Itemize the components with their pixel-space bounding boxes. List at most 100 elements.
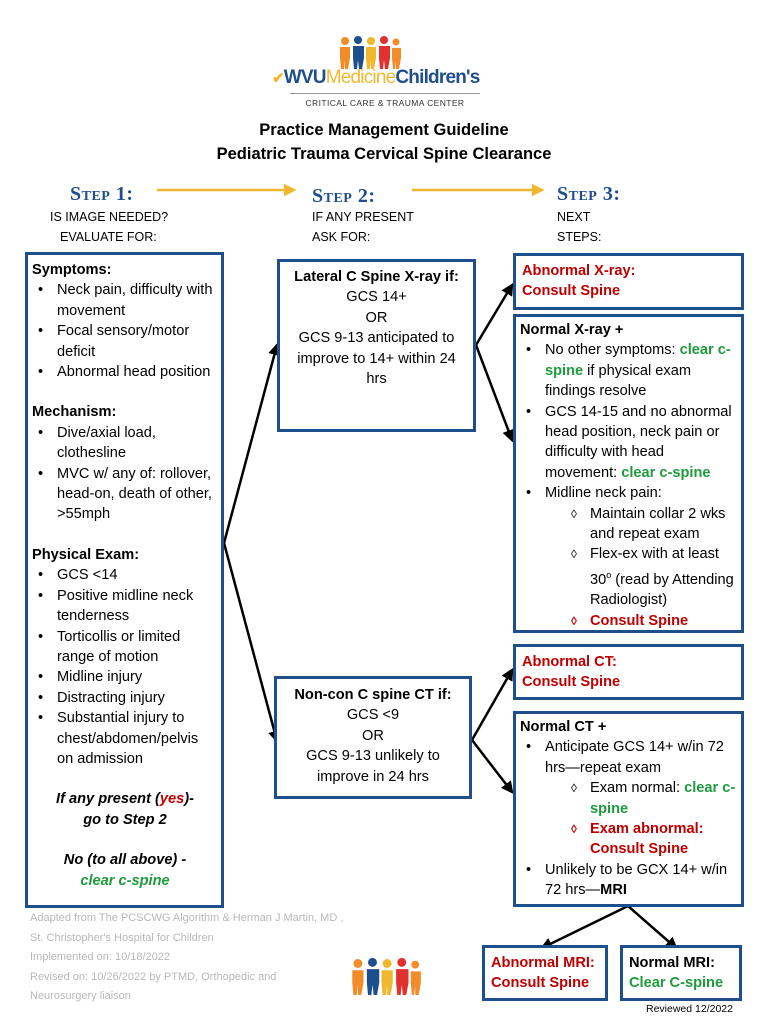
ct-line1: GCS <9 [346, 707, 400, 724]
step3-sub1: NEXT [557, 210, 591, 224]
figure-blue [353, 36, 364, 69]
normal-xray-box: Normal X-ray + No other symptoms: clear … [513, 314, 744, 633]
abnormal-xray-box: Abnormal X-ray: Consult Spine [513, 253, 744, 310]
abnormal-ct-box: Abnormal CT: Consult Spine [513, 644, 744, 700]
xray-criteria-box: Lateral C Spine X-ray if: GCS 14+ OR GCS… [277, 259, 476, 432]
step3-header: Step 3: [557, 183, 621, 206]
exam-normal-clear: clear c-spine [590, 780, 736, 817]
page-title-1: Practice Management Guideline [259, 121, 509, 139]
figure-orange-2 [392, 38, 401, 69]
ct-line3: GCS 9-13 unlikely to improve in 24 hrs [306, 748, 440, 785]
normal-xray-heading: Normal X-ray + [520, 322, 624, 338]
mechanism-list: Dive/axial load, clothesline MVC w/ any … [32, 423, 218, 525]
xray-line1: GCS 14+ [346, 289, 407, 306]
reviewed-date: Reviewed 12/2022 [646, 1003, 733, 1015]
figure-orange-1 [340, 37, 350, 69]
symptoms-heading: Symptoms: [32, 262, 112, 278]
list-item: Abnormal head position [32, 362, 218, 383]
abnormal-mri-action: Consult Spine [491, 975, 590, 992]
step2-header: Step 2: [312, 185, 376, 208]
list-item: GCS <14 [32, 565, 218, 586]
abnormal-ct-title: Abnormal CT: [522, 654, 617, 670]
nx-item2-text: GCS 14-15 and no abnormal head position,… [545, 403, 732, 481]
list-item: Unlikely to be GCX 14+ w/in 72 hrs—MRI [520, 860, 738, 901]
degree-mark: o [606, 569, 612, 580]
abnormal-mri-box: Abnormal MRI: Consult Spine [482, 945, 608, 1001]
normal-ct-heading: Normal CT + [520, 719, 607, 735]
list-item: MVC w/ any of: rollover, head-on, death … [32, 464, 218, 525]
arrow-xray-normal [474, 344, 515, 443]
brand-center-name: CRITICAL CARE & TRAUMA CENTER [305, 98, 465, 108]
no-to-all-note: No (to all above) - clear c-spine [32, 850, 218, 891]
footer-line: Adapted from The PCSCWG Algorithm & Herm… [30, 912, 344, 924]
nct-item2-text: Unlikely to be GCX 14+ w/in 72 hrs— [545, 861, 728, 899]
step1-title: Step 1: [70, 183, 134, 205]
ct-or: OR [362, 727, 384, 744]
mri-text: MRI [600, 882, 627, 899]
list-item: Exam normal: clear c-spine [565, 778, 738, 819]
nx-item1-text: No other symptoms: [545, 342, 680, 359]
brand-childrens: Children's [395, 67, 480, 88]
list-item: Substantial injury to chest/abdomen/pelv… [32, 708, 218, 769]
no-to-all-text: No (to all above) - [63, 852, 187, 869]
yes-text: yes [159, 791, 185, 808]
list-item: Midline injury [32, 667, 218, 688]
arrow-mri-normal [627, 905, 678, 950]
figure-yellow [366, 37, 376, 69]
step1-criteria-box: Symptoms: Neck pain, difficulty with mov… [25, 252, 224, 908]
children-logo-figures [340, 36, 401, 69]
clear-cspine-text: clear c-spine [80, 872, 170, 889]
ct-heading: Non-con C spine CT if: [294, 687, 452, 703]
arrow-to-xray [222, 342, 281, 544]
footer-notes: Adapted from The PCSCWG Algorithm & Herm… [30, 909, 370, 1007]
list-item: Torticollis or limited range of motion [32, 627, 218, 668]
flexex-text-2: (read by Attending Radiologist) [590, 571, 734, 609]
page-title-2: Pediatric Trauma Cervical Spine Clearanc… [216, 145, 552, 163]
exam-list: GCS <14 Positive midline neck tenderness… [32, 565, 218, 769]
flexex-text: Flex-ex with at least 30 [590, 546, 719, 588]
normal-mri-title: Normal MRI: [629, 955, 715, 971]
nx-item1-post: if physical exam findings resolve [545, 362, 691, 400]
if-any-present-note: If any present (yes)- go to Step 2 [32, 789, 218, 830]
exam-heading: Physical Exam: [32, 546, 140, 563]
list-item: Anticipate GCS 14+ w/in 72 hrs—repeat ex… [520, 737, 738, 859]
normal-mri-action: Clear C-spine [629, 975, 724, 992]
exam-normal-text: Exam normal: [590, 780, 685, 797]
arrow-to-ct [222, 542, 281, 744]
symptoms-list: Neck pain, difficulty with movement Foca… [32, 280, 218, 382]
step2-sub1: IF ANY PRESENT [312, 210, 414, 224]
step2-title: Step 2: [312, 185, 376, 207]
list-item: Consult Spine [565, 611, 738, 632]
normal-xray-list: No other symptoms: clear c-spine if phys… [520, 340, 738, 631]
arrow-ct-normal [471, 739, 514, 794]
brand-divider [290, 93, 480, 94]
abnormal-ct-action: Consult Spine [522, 674, 621, 691]
nx-item3-text: Midline neck pain: [545, 485, 662, 502]
arrow-ct-abnormal [470, 667, 514, 741]
wvu-flying-wv-icon: ✔ [272, 70, 285, 87]
nx-item1-clear: clear c-spine [545, 342, 731, 379]
brand-wvu: WVU [283, 67, 327, 88]
footer-line: Implemented on: 10/18/2022 [30, 951, 171, 963]
normal-ct-list: Anticipate GCS 14+ w/in 72 hrs—repeat ex… [520, 737, 738, 900]
list-item: Exam abnormal: Consult Spine [565, 819, 738, 860]
xray-line3: GCS 9-13 anticipated to improve to 14+ w… [297, 330, 456, 388]
list-item: No other symptoms: clear c-spine if phys… [520, 340, 738, 401]
step2-sub2: ASK FOR: [312, 230, 371, 244]
list-item: Flex-ex with at least 30o (read by Atten… [565, 544, 738, 610]
list-item: Neck pain, difficulty with movement [32, 280, 218, 321]
step1-sub1: IS IMAGE NEEDED? [50, 210, 169, 224]
list-item: Focal sensory/motor deficit [32, 321, 218, 362]
footer-logo-figures [352, 957, 421, 995]
mechanism-heading: Mechanism: [32, 404, 117, 421]
step3-sub2: STEPS: [557, 230, 602, 244]
midline-pain-sublist: Maintain collar 2 wks and repeat exam Fl… [565, 504, 738, 632]
footer-line: Revised on: 10/26/2022 by PTMD, Orthoped… [30, 970, 277, 983]
if-present-text: If any present ( [56, 791, 160, 808]
arrow-mri-abnormal [539, 904, 629, 950]
go-step2-text: go to Step 2 [83, 811, 167, 828]
abnormal-mri-title: Abnormal MRI: [491, 955, 595, 971]
brand-wordmark: ✔WVUMedicineChildren's [272, 67, 502, 91]
list-item: Dive/axial load, clothesline [32, 423, 218, 464]
